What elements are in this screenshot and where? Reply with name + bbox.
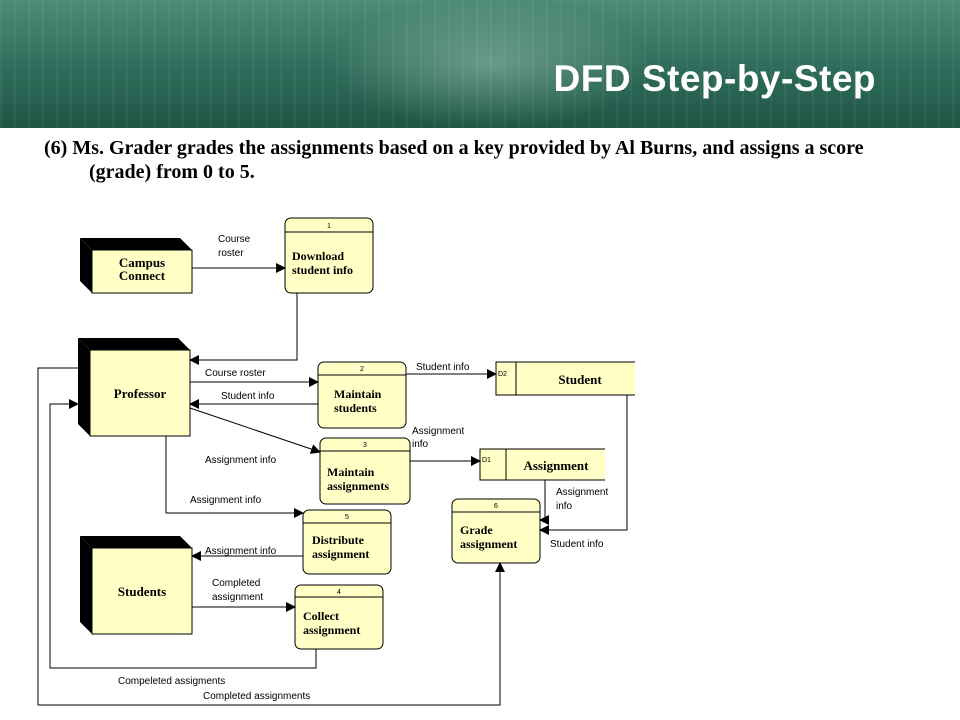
svg-text:Student info: Student info [221,391,275,402]
flow-assignment-info-to-p3: Assignment info [189,407,321,466]
svg-text:3: 3 [363,442,367,449]
svg-text:Grade: Grade [460,523,493,537]
process-1-download-student-info: 1 Download student info [284,217,374,294]
flow-course-roster-to-professor [189,293,298,365]
entity-students: Students [80,536,193,635]
svg-text:6: 6 [494,503,498,510]
svg-text:Completed: Completed [212,578,260,589]
svg-text:Assignment info: Assignment info [205,546,277,557]
svg-text:Compeleted assigments: Compeleted assigments [118,676,225,687]
svg-text:2: 2 [360,366,364,373]
entity-professor: Professor [78,338,191,437]
entity-campus-connect: Campus Connect [80,238,193,294]
svg-text:assignment: assignment [212,592,263,603]
svg-text:info: info [556,501,573,512]
svg-text:assignment: assignment [303,623,360,637]
svg-text:Assignment info: Assignment info [190,495,262,506]
flow-course-roster-to-p2: Course roster [190,368,319,387]
process-3-maintain-assignments: 3 Maintain assignments [319,437,411,505]
svg-text:assignment: assignment [312,547,369,561]
svg-text:roster: roster [218,248,244,259]
process-2-maintain-students: 2 Maintain students [317,361,407,429]
svg-text:4: 4 [337,589,341,596]
flow-student-info-to-p6: Student info [539,395,628,550]
svg-text:assignment: assignment [460,537,517,551]
svg-text:D2: D2 [498,371,507,378]
svg-text:Download: Download [292,249,344,263]
svg-text:D1: D1 [482,457,491,464]
flow-student-info-to-d2: Student info [406,362,497,379]
svg-text:Assignment: Assignment [412,426,464,437]
svg-text:Maintain: Maintain [334,387,382,401]
svg-text:1: 1 [327,223,331,230]
svg-text:Maintain: Maintain [327,465,375,479]
svg-text:Completed assignments: Completed assignments [203,691,310,702]
flow-assignment-info-to-p5: Assignment info [165,436,304,518]
flow-assignment-info-to-p6: Assignment info [539,480,608,525]
svg-text:5: 5 [345,514,349,521]
svg-text:Student info: Student info [416,362,470,373]
flow-completed-assignments-to-p6: Completed assignments [37,367,505,706]
svg-text:Assignment: Assignment [556,487,608,498]
slide-description: (6) Ms. Grader grades the assignments ba… [44,137,864,183]
svg-text:Assignment info: Assignment info [205,455,277,466]
svg-text:student info: student info [292,263,353,277]
svg-text:Distribute: Distribute [312,533,365,547]
flow-assignment-info-to-d1: Assignment info [410,426,481,466]
banner-glow [330,0,650,128]
store-d1-assignment: D1 Assignment [479,448,605,481]
svg-text:assignments: assignments [327,479,389,493]
svg-text:Course roster: Course roster [205,368,266,379]
process-6-grade-assignment: 6 Grade assignment [451,498,541,564]
store-d2-student: D2 Student [495,361,635,396]
svg-text:Assignment: Assignment [523,458,589,473]
svg-text:Course: Course [218,234,251,245]
process-5-distribute-assignment: 5 Distribute assignment [302,509,392,575]
flow-course-roster-campus: Course roster [192,234,286,273]
header-banner [0,0,960,128]
process-4-collect-assignment: 4 Collect assignment [294,584,384,650]
svg-text:info: info [412,439,429,450]
flow-completed-assignment-to-p4: Completed assignment [192,578,296,612]
svg-text:students: students [334,401,377,415]
svg-text:Student info: Student info [550,539,604,550]
entity-label: Students [118,584,166,599]
slide-title: DFD Step-by-Step [553,58,876,99]
entity-label: Connect [119,268,166,283]
flow-assignment-info-to-students: Assignment info [191,546,303,561]
entity-label: Campus [119,255,165,270]
flow-compeleted-assigments-to-professor: Compeleted assigments [49,399,317,687]
flow-student-info-to-professor: Student info [189,391,318,409]
entity-label: Professor [114,386,167,401]
svg-text:Student: Student [558,372,602,387]
svg-text:Collect: Collect [303,609,339,623]
